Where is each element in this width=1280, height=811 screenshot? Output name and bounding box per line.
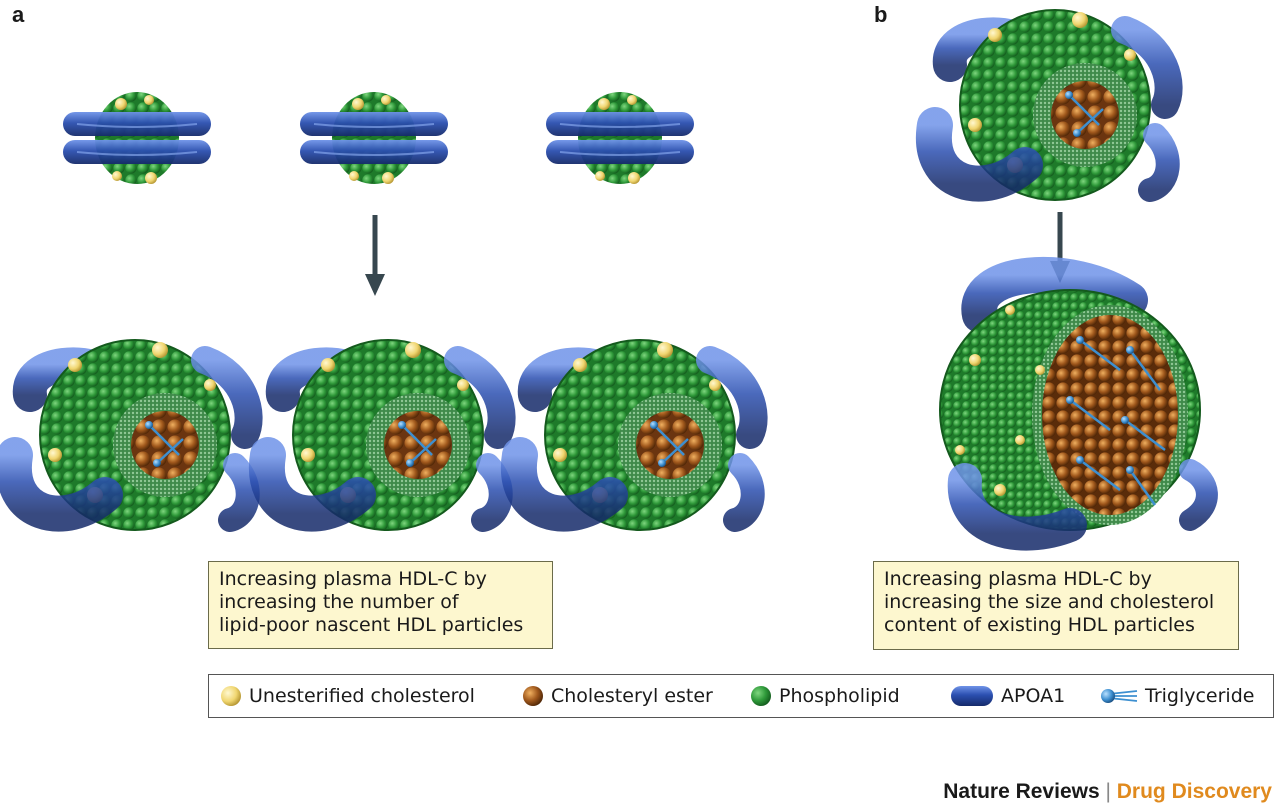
spherical-hdl-1 (14, 340, 249, 530)
callout-a-line-2: increasing the number of (219, 591, 459, 613)
callout-b-line-3: content of existing HDL particles (884, 614, 1195, 636)
legend-label-cholesteryl-ester: Cholesteryl ester (551, 685, 713, 707)
journal-separator: | (1099, 780, 1117, 803)
legend-label-apoa1: APOA1 (1001, 685, 1066, 707)
legend-item-phospholipid: Phospholipid (749, 675, 900, 717)
unesterified-cholesterol-icon (221, 686, 241, 706)
legend-item-triglyceride: Triglyceride (1099, 675, 1254, 717)
nascent-hdl-disc-1 (62, 91, 212, 185)
legend-label-triglyceride: Triglyceride (1145, 685, 1255, 707)
panel-label-b: b (874, 2, 888, 27)
existing-hdl (934, 10, 1169, 200)
journal-credit: Nature Reviews | Drug Discovery (943, 780, 1272, 804)
callout-size-of-particles: Increasing plasma HDL-C by increasing th… (873, 561, 1239, 650)
apoa1-icon (951, 686, 993, 706)
callout-number-of-particles: Increasing plasma HDL-C by increasing th… (208, 561, 553, 649)
cholesteryl-ester-icon (523, 686, 543, 706)
legend-item-cholesteryl-ester: Cholesteryl ester (521, 675, 713, 717)
callout-a-line-1: Increasing plasma HDL-C by (219, 568, 487, 590)
legend-item-apoa1: APOA1 (949, 675, 1065, 717)
legend-label-phospholipid: Phospholipid (779, 685, 900, 707)
legend-label-unesterified-cholesterol: Unesterified cholesterol (249, 685, 475, 707)
enlarged-hdl (940, 275, 1207, 534)
nascent-hdl-disc-3 (545, 91, 695, 185)
legend: Unesterified cholesterol Cholesteryl est… (208, 674, 1274, 718)
journal-subtitle: Drug Discovery (1116, 780, 1272, 803)
phospholipid-icon (751, 686, 771, 706)
callout-a-line-3: lipid-poor nascent HDL particles (219, 614, 524, 636)
arrow-down-a (365, 215, 385, 296)
journal-name: Nature Reviews (943, 780, 1100, 803)
spherical-hdl-3 (519, 340, 754, 530)
spherical-hdl-2 (267, 340, 502, 530)
callout-b-line-2: increasing the size and cholesterol (884, 591, 1215, 613)
panel-label-a: a (12, 2, 25, 27)
legend-item-unesterified-cholesterol: Unesterified cholesterol (219, 675, 475, 717)
nascent-hdl-disc-2 (299, 91, 449, 185)
triglyceride-icon (1101, 689, 1138, 703)
callout-b-line-1: Increasing plasma HDL-C by (884, 568, 1152, 590)
